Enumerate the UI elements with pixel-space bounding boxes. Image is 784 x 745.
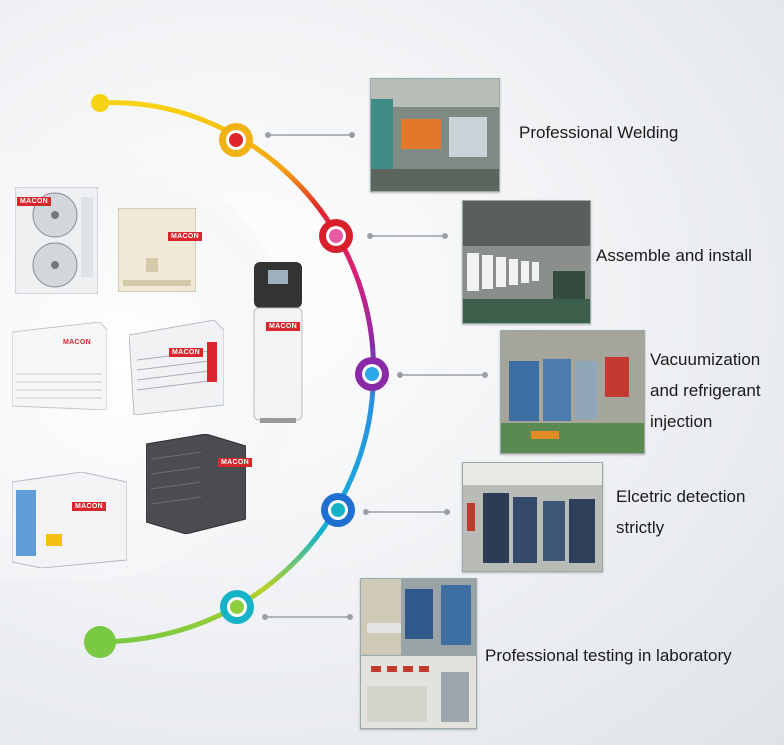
step-4-caption: Elcetric detection strictly: [616, 487, 746, 537]
step-2-caption: Assemble and install: [596, 246, 752, 265]
step-node-4: [321, 493, 355, 527]
step-5-photo-top: [360, 578, 477, 656]
brand-badge: MACON: [63, 339, 91, 346]
step-5-photo-bottom: [360, 655, 477, 729]
step-1-photo: [370, 78, 500, 192]
step-4-photo: [462, 462, 603, 572]
outdoor-unit-twin-fan: MACON: [14, 186, 99, 295]
indoor-unit-floor: MACON: [128, 319, 225, 416]
step-2-photo: [462, 200, 591, 324]
brand-badge: MACON: [218, 458, 252, 467]
brand-badge: MACON: [168, 232, 202, 241]
water-heater-tank: MACON: [252, 262, 304, 424]
step-3-photo: [500, 330, 645, 454]
step-node-3: [355, 357, 389, 391]
outdoor-unit-cube: MACON: [117, 207, 202, 293]
step-3-caption: Vacuumization and refrigerant injection: [650, 350, 761, 431]
step-5-caption: Professional testing in laboratory: [485, 646, 732, 665]
brand-badge: MACON: [72, 502, 106, 511]
outdoor-unit-commercial-white: MACON: [11, 471, 128, 569]
step-node-2: [319, 219, 353, 253]
step-node-5: [220, 590, 254, 624]
arc-end-dot: [84, 626, 116, 658]
brand-badge: MACON: [266, 322, 300, 331]
outdoor-unit-commercial-dark: MACON: [145, 433, 252, 535]
arc-start-dot: [91, 94, 109, 112]
brand-badge: MACON: [17, 197, 51, 206]
indoor-unit-ceiling: MACON: [11, 321, 108, 411]
step-node-1: [219, 123, 253, 157]
brand-badge: MACON: [169, 348, 203, 357]
step-1-caption: Professional Welding: [519, 123, 679, 142]
